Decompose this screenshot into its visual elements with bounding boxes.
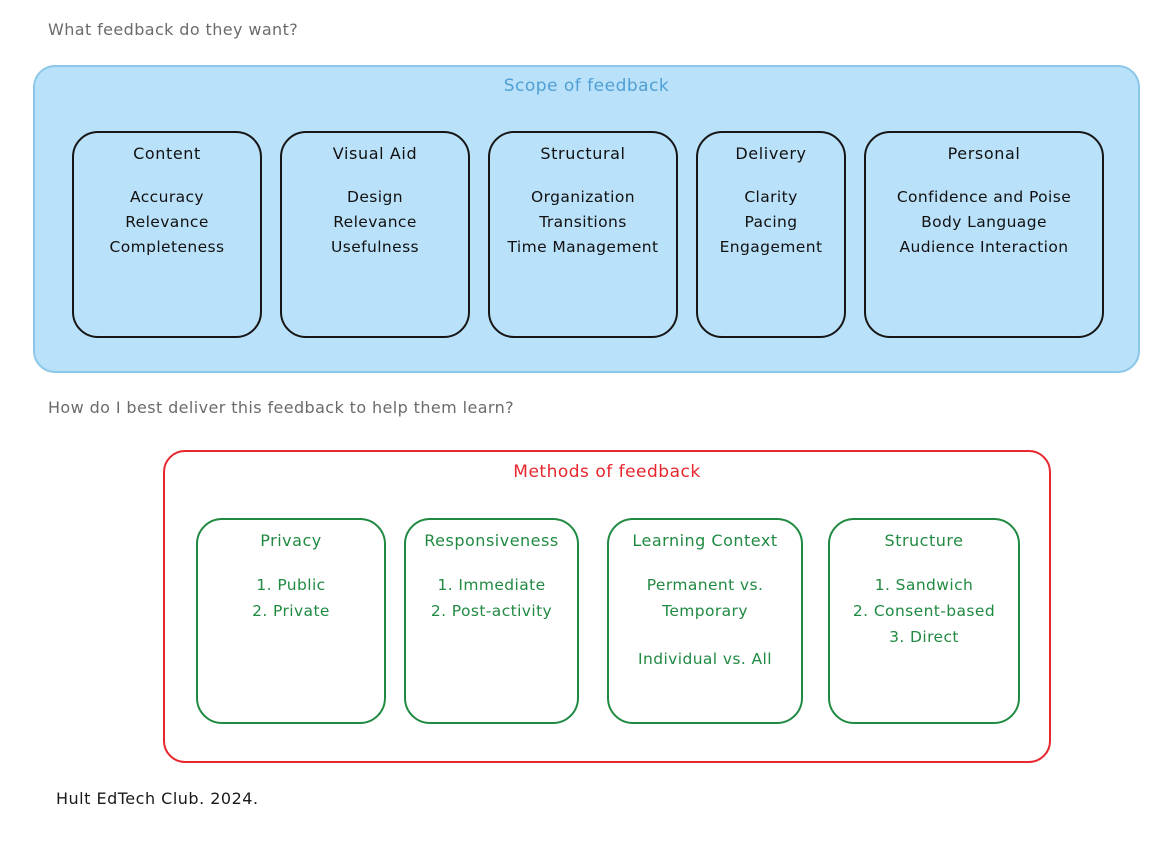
list-item: 2. Consent-based bbox=[852, 602, 996, 620]
list-item: Relevance bbox=[333, 213, 417, 231]
list-item: Relevance bbox=[125, 213, 209, 231]
list-item: Engagement bbox=[719, 238, 823, 256]
list-item: 3. Direct bbox=[889, 628, 959, 646]
credit-line: Hult EdTech Club. 2024. bbox=[56, 789, 259, 808]
list-item: Organization bbox=[531, 188, 635, 206]
methods-card-learning-context: Learning Context Permanent vs. Temporary… bbox=[607, 518, 803, 724]
methods-panel-title: Methods of feedback bbox=[513, 462, 701, 482]
list-item: Clarity bbox=[744, 188, 798, 206]
scope-card-personal-title: Personal bbox=[947, 144, 1021, 163]
methods-card-privacy: Privacy 1. Public 2. Private bbox=[196, 518, 386, 724]
scope-card-visual-aid: Visual Aid Design Relevance Usefulness bbox=[280, 131, 470, 338]
methods-card-learning-context-items: Permanent vs. Temporary Individual vs. A… bbox=[609, 572, 801, 672]
list-item: Permanent vs. bbox=[646, 576, 764, 594]
list-item: Transitions bbox=[539, 213, 627, 231]
list-item: Audience Interaction bbox=[899, 238, 1069, 256]
list-item: Completeness bbox=[109, 238, 225, 256]
scope-of-feedback-panel: Scope of feedback Content Accuracy Relev… bbox=[33, 65, 1140, 373]
list-item: Body Language bbox=[921, 213, 1047, 231]
methods-card-structure: Structure 1. Sandwich 2. Consent-based 3… bbox=[828, 518, 1020, 724]
list-item: 2. Private bbox=[252, 602, 330, 620]
methods-of-feedback-panel: Methods of feedback Privacy 1. Public 2.… bbox=[163, 450, 1051, 763]
scope-card-delivery: Delivery Clarity Pacing Engagement bbox=[696, 131, 846, 338]
list-item: 1. Public bbox=[256, 576, 326, 594]
methods-card-learning-context-title: Learning Context bbox=[632, 531, 778, 550]
scope-card-content-items: Accuracy Relevance Completeness bbox=[74, 185, 260, 260]
list-item: 1. Sandwich bbox=[874, 576, 974, 594]
scope-card-structural: Structural Organization Transitions Time… bbox=[488, 131, 678, 338]
scope-card-structural-title: Structural bbox=[540, 144, 626, 163]
methods-card-group: Privacy 1. Public 2. Private Responsiven… bbox=[165, 452, 1049, 761]
scope-card-personal-items: Confidence and Poise Body Language Audie… bbox=[866, 185, 1102, 260]
methods-card-structure-items: 1. Sandwich 2. Consent-based 3. Direct bbox=[830, 572, 1018, 650]
list-item: Design bbox=[347, 188, 403, 206]
list-item: Confidence and Poise bbox=[896, 188, 1072, 206]
methods-card-privacy-items: 1. Public 2. Private bbox=[198, 572, 384, 624]
methods-card-privacy-title: Privacy bbox=[260, 531, 322, 550]
scope-card-content: Content Accuracy Relevance Completeness bbox=[72, 131, 262, 338]
scope-panel-title: Scope of feedback bbox=[503, 76, 670, 96]
scope-card-personal: Personal Confidence and Poise Body Langu… bbox=[864, 131, 1104, 338]
scope-card-content-title: Content bbox=[133, 144, 201, 163]
methods-card-responsiveness-items: 1. Immediate 2. Post-activity bbox=[406, 572, 577, 624]
scope-card-visual-aid-items: Design Relevance Usefulness bbox=[282, 185, 468, 260]
list-item: Accuracy bbox=[130, 188, 204, 206]
methods-card-responsiveness: Responsiveness 1. Immediate 2. Post-acti… bbox=[404, 518, 579, 724]
scope-card-group: Content Accuracy Relevance Completeness … bbox=[35, 67, 1138, 371]
list-item: Temporary bbox=[662, 602, 748, 620]
scope-card-delivery-title: Delivery bbox=[735, 144, 807, 163]
scope-card-visual-aid-title: Visual Aid bbox=[332, 144, 418, 163]
list-item: 1. Immediate bbox=[437, 576, 546, 594]
question-methods: How do I best deliver this feedback to h… bbox=[48, 398, 515, 417]
scope-card-delivery-items: Clarity Pacing Engagement bbox=[698, 185, 844, 260]
list-item: Usefulness bbox=[330, 238, 420, 256]
question-scope: What feedback do they want? bbox=[48, 20, 299, 39]
methods-card-responsiveness-title: Responsiveness bbox=[424, 531, 559, 550]
list-item: 2. Post-activity bbox=[430, 602, 553, 620]
scope-card-structural-items: Organization Transitions Time Management bbox=[490, 185, 676, 260]
methods-card-structure-title: Structure bbox=[884, 531, 964, 550]
list-item: Individual vs. All bbox=[638, 650, 772, 668]
list-item: Pacing bbox=[744, 213, 798, 231]
list-item: Time Management bbox=[507, 238, 659, 256]
